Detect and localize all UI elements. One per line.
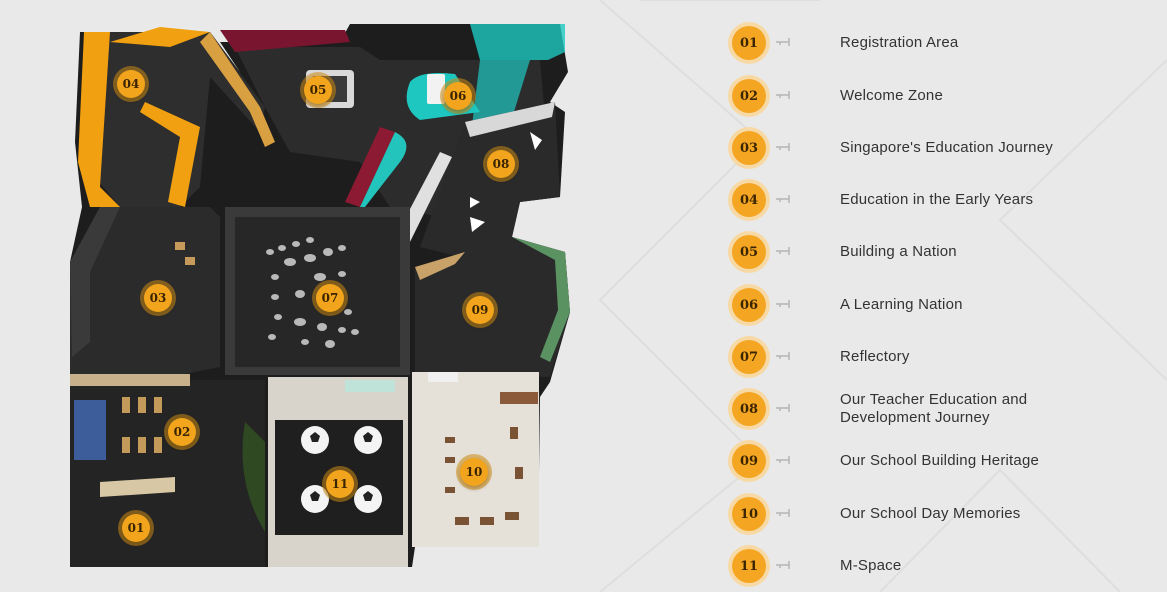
map-marker-number: 02 — [173, 425, 191, 439]
legend-item-08[interactable]: 08 Our Teacher Education and Development… — [732, 391, 1152, 432]
legend-item-10[interactable]: 10 Our School Day Memories — [732, 497, 1152, 537]
floor-plan: 01 02 03 04 05 06 07 08 09 10 11 — [60, 12, 580, 577]
key-icon — [776, 456, 790, 464]
map-marker-number: 04 — [122, 77, 140, 91]
map-marker-02[interactable]: 02 — [168, 418, 196, 446]
legend-badge: 04 — [732, 183, 766, 217]
key-icon — [776, 404, 790, 412]
legend-item-03[interactable]: 03 Singapore's Education Journey — [732, 131, 1152, 171]
legend-label: Singapore's Education Journey — [840, 139, 1053, 156]
legend-badge: 08 — [732, 392, 766, 426]
key-icon — [776, 143, 790, 151]
key-icon — [776, 247, 790, 255]
map-marker-11[interactable]: 11 — [326, 470, 354, 498]
key-icon — [776, 561, 790, 569]
key-icon — [776, 300, 790, 308]
legend-badge: 02 — [732, 79, 766, 113]
key-icon — [776, 91, 790, 99]
legend-label: Reflectory — [840, 348, 910, 365]
legend-label: Education in the Early Years — [840, 191, 1034, 208]
map-marker-07[interactable]: 07 — [316, 284, 344, 312]
key-icon — [776, 352, 790, 360]
legend-badge: 11 — [732, 549, 766, 583]
key-icon — [776, 195, 790, 203]
map-marker-number: 07 — [321, 291, 339, 305]
legend-item-04[interactable]: 04 Education in the Early Years — [732, 183, 1152, 223]
legend-badge: 06 — [732, 288, 766, 322]
map-marker-number: 11 — [331, 477, 349, 491]
legend-item-02[interactable]: 02 Welcome Zone — [732, 79, 1152, 119]
map-marker-number: 10 — [465, 465, 483, 479]
legend-badge: 01 — [732, 26, 766, 60]
legend-label: Registration Area — [840, 34, 959, 51]
map-marker-08[interactable]: 08 — [487, 150, 515, 178]
legend-label: Our Teacher Education and Development Jo… — [840, 391, 1028, 426]
legend-item-05[interactable]: 05 Building a Nation — [732, 235, 1152, 275]
legend-label: Building a Nation — [840, 243, 957, 260]
legend-badge: 05 — [732, 235, 766, 269]
map-marker-number: 08 — [492, 157, 510, 171]
map-marker-01[interactable]: 01 — [122, 514, 150, 542]
map-marker-number: 09 — [471, 303, 489, 317]
map-marker-03[interactable]: 03 — [144, 284, 172, 312]
map-marker-05[interactable]: 05 — [304, 76, 332, 104]
legend-item-11[interactable]: 11 M-Space — [732, 549, 1152, 589]
legend-label: Our School Building Heritage — [840, 452, 1040, 469]
legend-item-09[interactable]: 09 Our School Building Heritage — [732, 444, 1152, 484]
legend-badge: 07 — [732, 340, 766, 374]
legend-label: A Learning Nation — [840, 296, 963, 313]
key-icon — [776, 38, 790, 46]
map-marker-number: 06 — [449, 89, 467, 103]
legend-label: Our School Day Memories — [840, 505, 1021, 522]
map-marker-number: 03 — [149, 291, 167, 305]
map-marker-number: 05 — [309, 83, 327, 97]
map-marker-04[interactable]: 04 — [117, 70, 145, 98]
map-marker-10[interactable]: 10 — [460, 458, 488, 486]
legend-item-06[interactable]: 06 A Learning Nation — [732, 288, 1152, 328]
legend-badge: 09 — [732, 444, 766, 478]
legend-badge: 10 — [732, 497, 766, 531]
legend-label: Welcome Zone — [840, 87, 943, 104]
legend-item-01[interactable]: 01 Registration Area — [732, 26, 1152, 66]
map-marker-number: 01 — [127, 521, 145, 535]
map-marker-06[interactable]: 06 — [444, 82, 472, 110]
key-icon — [776, 509, 790, 517]
map-marker-09[interactable]: 09 — [466, 296, 494, 324]
legend-label: M-Space — [840, 557, 902, 574]
legend-item-07[interactable]: 07 Reflectory — [732, 340, 1152, 380]
legend-badge: 03 — [732, 131, 766, 165]
